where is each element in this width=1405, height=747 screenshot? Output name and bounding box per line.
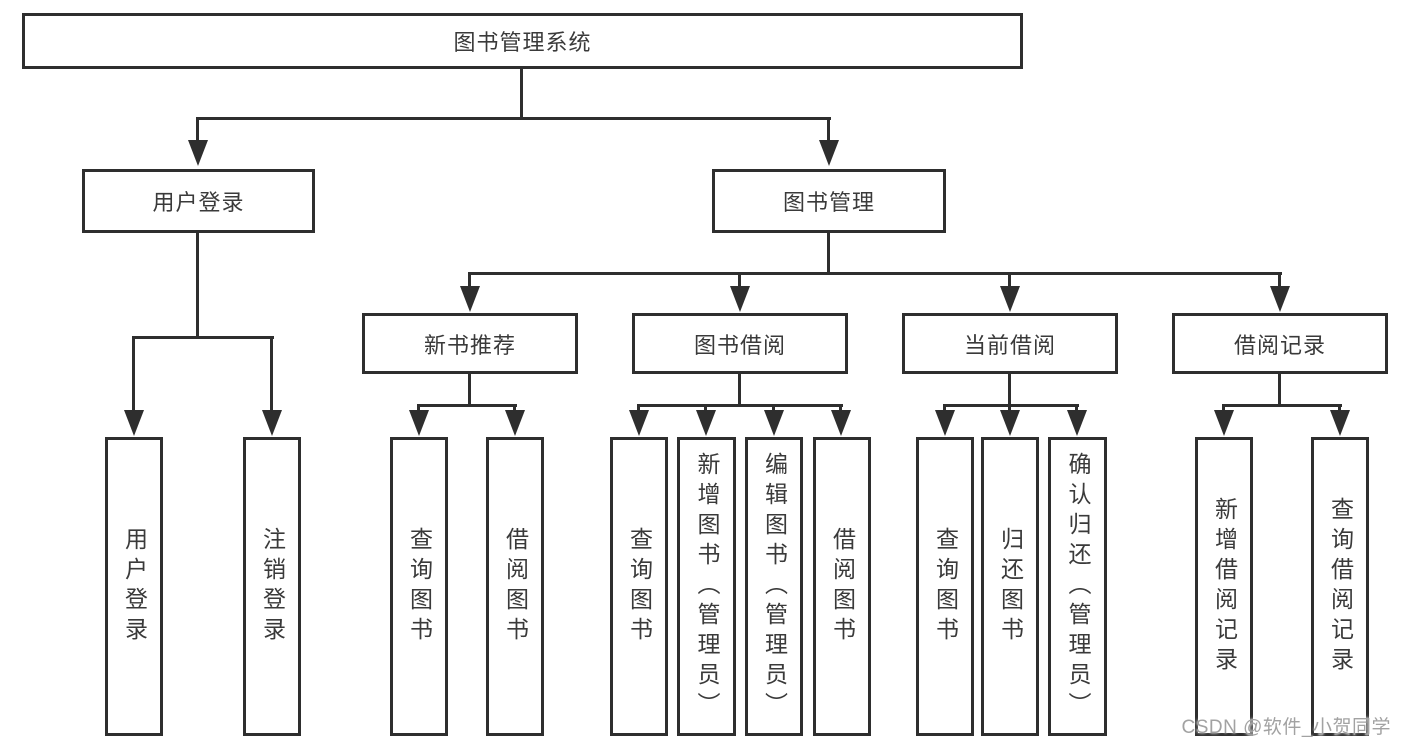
connector-user-login-stem [196, 233, 199, 339]
connector-book-borrow-branch [637, 404, 843, 407]
node-user-login: 用户登录 [82, 169, 315, 233]
node-current-borrow-label: 当前借阅 [963, 332, 1056, 358]
connector-level2-branch [468, 272, 1282, 275]
arrowhead-down-icon [409, 410, 429, 436]
connector-to-leaf [1222, 404, 1225, 414]
node-book-borrow: 图书借阅 [632, 313, 848, 374]
arrowhead-down-icon [460, 286, 480, 312]
leaf-borrow-edit-books-admin-label: 编辑图书（管理员） [761, 451, 788, 722]
leaf-current-search-books: 查询图书 [916, 437, 974, 736]
leaf-borrow-edit-books-admin: 编辑图书（管理员） [745, 437, 803, 736]
leaf-logout-label: 注销登录 [259, 526, 286, 647]
arrowhead-down-icon [188, 140, 208, 166]
node-root: 图书管理系统 [22, 13, 1023, 69]
leaf-current-confirm-return-admin-label: 确认归还（管理员） [1065, 451, 1091, 722]
connector-current-borrow-branch [943, 404, 1079, 407]
arrowhead-down-icon [696, 410, 716, 436]
connector-to-leaf [132, 336, 135, 412]
arrowhead-down-icon [1214, 410, 1234, 436]
connector-to-leaf [839, 404, 842, 414]
leaf-logout: 注销登录 [243, 437, 301, 736]
leaf-record-search-record-label: 查询借阅记录 [1327, 496, 1354, 677]
connector-to-new-rec [468, 272, 471, 290]
arrowhead-down-icon [730, 286, 750, 312]
arrowhead-down-icon [1067, 410, 1087, 436]
leaf-borrow-borrow-books: 借阅图书 [813, 437, 871, 736]
leaf-borrow-search-books: 查询图书 [610, 437, 668, 736]
leaf-record-search-record: 查询借阅记录 [1311, 437, 1369, 736]
connector-to-leaf [772, 404, 775, 414]
leaf-user-login-label: 用户登录 [121, 526, 148, 647]
leaf-newrec-borrow-books-label: 借阅图书 [502, 526, 529, 647]
connector-to-leaf [513, 404, 516, 414]
connector-borrow-record-branch [1222, 404, 1342, 407]
connector-to-leaf [1008, 404, 1011, 414]
leaf-record-add-record: 新增借阅记录 [1195, 437, 1253, 736]
connector-to-leaf [1338, 404, 1341, 414]
connector-to-leaf [637, 404, 640, 414]
connector-to-leaf [417, 404, 420, 414]
arrowhead-down-icon [819, 140, 839, 166]
leaf-borrow-add-books-admin-label: 新增图书（管理员） [694, 451, 720, 722]
connector-level1-branch [196, 117, 831, 120]
arrowhead-down-icon [505, 410, 525, 436]
connector-to-leaf [1075, 404, 1078, 414]
leaf-borrow-borrow-books-label: 借阅图书 [829, 526, 856, 647]
connector-current-borrow-stem [1008, 374, 1011, 407]
arrowhead-down-icon [1000, 286, 1020, 312]
leaf-current-confirm-return-admin: 确认归还（管理员） [1048, 437, 1107, 736]
node-new-rec-label: 新书推荐 [423, 332, 516, 358]
arrowhead-down-icon [764, 410, 784, 436]
leaf-newrec-search-books-label: 查询图书 [406, 526, 433, 647]
node-book-mgmt-label: 图书管理 [782, 190, 875, 215]
leaf-current-return-books-label: 归还图书 [997, 526, 1024, 647]
connector-to-leaf [943, 404, 946, 414]
leaf-current-return-books: 归还图书 [981, 437, 1039, 736]
connector-borrow-record-stem [1278, 374, 1281, 407]
node-user-login-label: 用户登录 [152, 190, 245, 215]
connector-book-borrow-stem [738, 374, 741, 407]
leaf-user-login: 用户登录 [105, 437, 163, 736]
arrowhead-down-icon [1000, 410, 1020, 436]
connector-user-login-branch [132, 336, 274, 339]
leaf-record-add-record-label: 新增借阅记录 [1211, 496, 1238, 677]
arrowhead-down-icon [1270, 286, 1290, 312]
leaf-current-search-books-label: 查询图书 [932, 526, 959, 647]
connector-to-book-borrow [738, 272, 741, 290]
connector-to-leaf [270, 336, 273, 412]
connector-new-rec-stem [468, 374, 471, 407]
connector-to-leaf [704, 404, 707, 414]
leaf-newrec-borrow-books: 借阅图书 [486, 437, 544, 736]
node-new-rec: 新书推荐 [362, 313, 578, 374]
connector-to-user-login [196, 117, 199, 143]
connector-to-current-borrow [1008, 272, 1011, 290]
node-root-label: 图书管理系统 [453, 30, 592, 55]
connector-new-rec-branch [417, 404, 517, 407]
leaf-borrow-add-books-admin: 新增图书（管理员） [677, 437, 736, 736]
node-book-borrow-label: 图书借阅 [693, 332, 786, 358]
csdn-watermark: CSDN @软件_小贺同学 [1181, 717, 1391, 738]
node-book-mgmt: 图书管理 [712, 169, 946, 233]
leaf-borrow-search-books-label: 查询图书 [626, 526, 653, 647]
node-borrow-record-label: 借阅记录 [1233, 332, 1326, 358]
connector-book-mgmt-stem [827, 233, 830, 275]
node-borrow-record: 借阅记录 [1172, 313, 1388, 374]
arrowhead-down-icon [629, 410, 649, 436]
arrowhead-down-icon [262, 410, 282, 436]
arrowhead-down-icon [831, 410, 851, 436]
connector-to-book-mgmt [827, 117, 830, 143]
connector-root-stem [520, 69, 523, 119]
node-current-borrow: 当前借阅 [902, 313, 1118, 374]
leaf-newrec-search-books: 查询图书 [390, 437, 448, 736]
arrowhead-down-icon [124, 410, 144, 436]
arrowhead-down-icon [935, 410, 955, 436]
connector-to-borrow-record [1278, 272, 1281, 290]
arrowhead-down-icon [1330, 410, 1350, 436]
